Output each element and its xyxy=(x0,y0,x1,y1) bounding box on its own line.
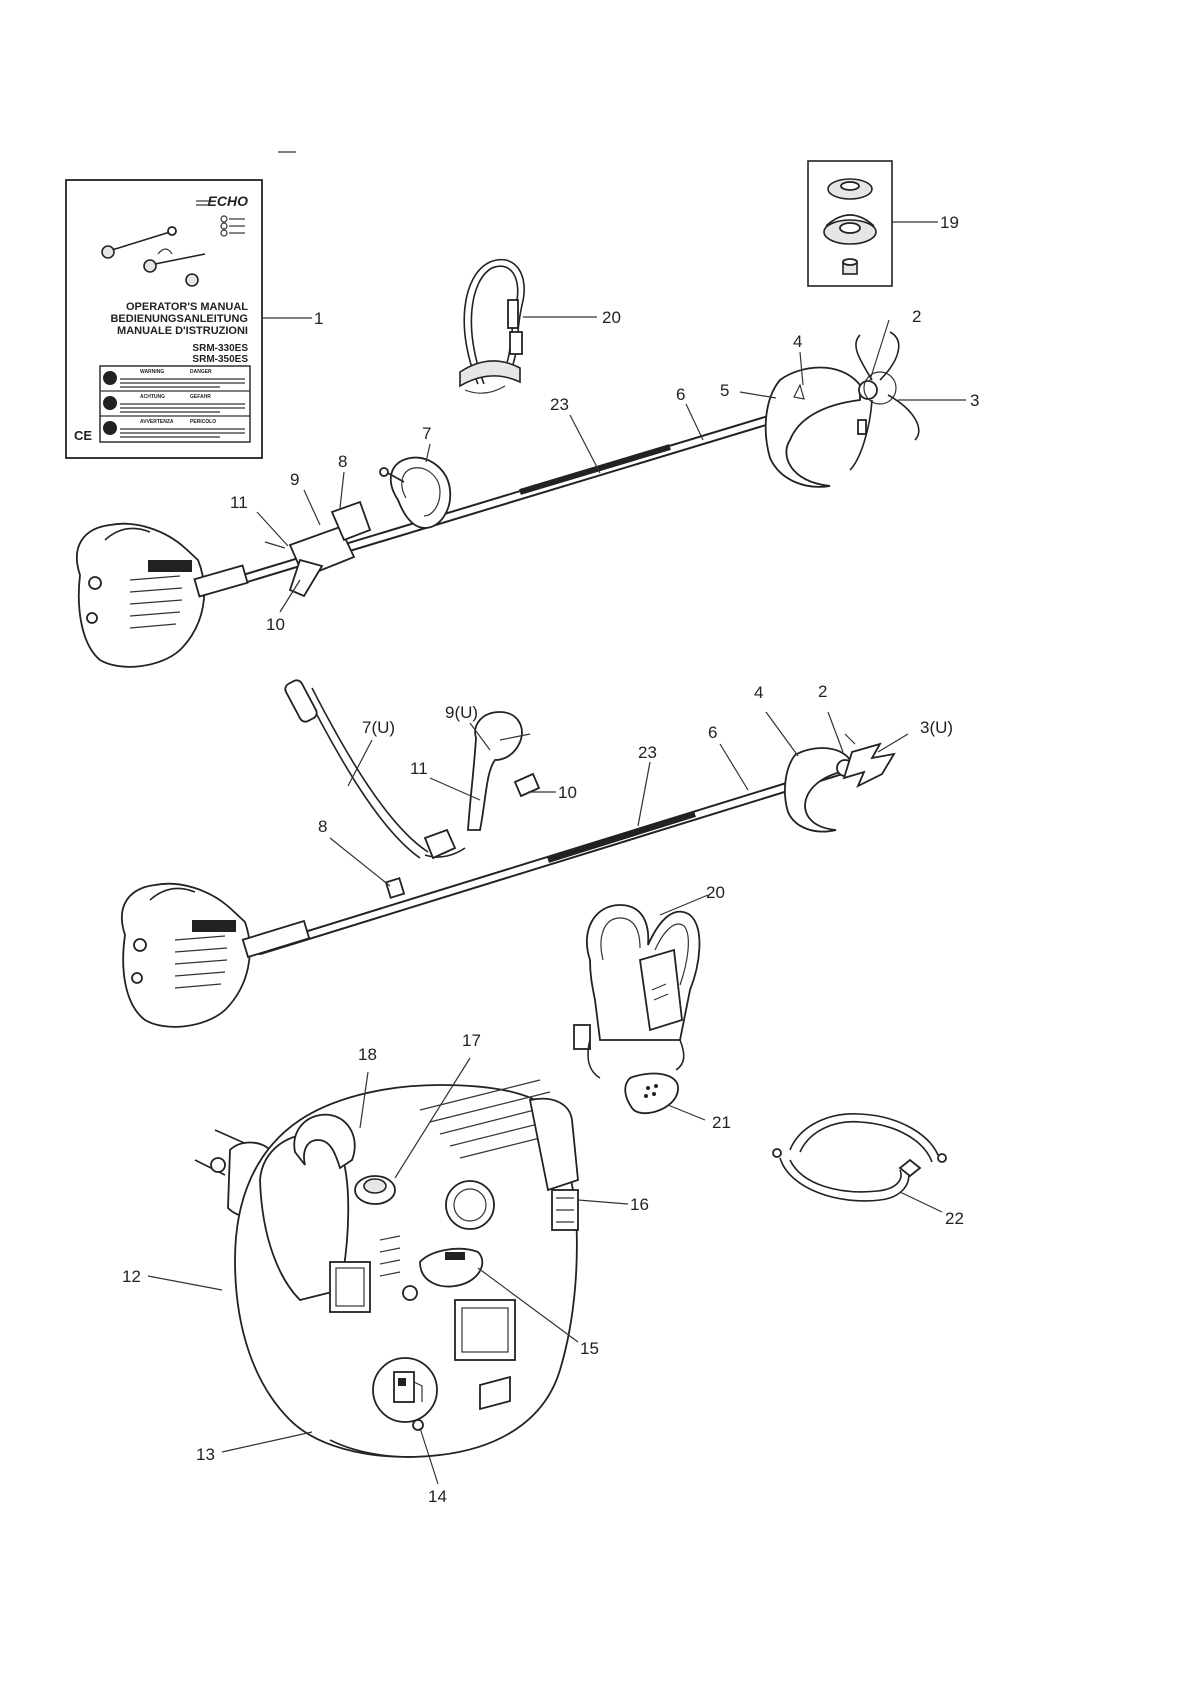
manual-cover-illustration xyxy=(101,215,245,287)
callout-15-choke: 15 xyxy=(580,1339,599,1358)
callout-6-trimmer-2: 6 xyxy=(708,723,717,742)
callout-11-trimmer-2: 11 xyxy=(410,759,428,778)
blade-hardware-kit xyxy=(807,160,893,287)
danger-label-de: GEFAHR xyxy=(190,394,211,400)
manual-model-2: SRM-350ES xyxy=(192,354,248,365)
double-shoulder-harness xyxy=(573,904,701,1115)
callout-8-trimmer-2: 8 xyxy=(318,817,327,836)
warning-label-it: AVVERTENZA xyxy=(140,419,174,425)
callout-16-air-cleaner: 16 xyxy=(630,1195,649,1214)
trimmer-1-loop-handle xyxy=(379,456,452,529)
callout-20-harness: 20 xyxy=(706,883,725,902)
callout-22-guard-extension: 22 xyxy=(945,1209,964,1228)
trimmer-u-handle xyxy=(120,679,896,1028)
guard-extension xyxy=(772,1113,947,1202)
callout-10-trimmer-1: 10 xyxy=(266,615,285,634)
warning-pictogram-icon xyxy=(103,396,117,410)
callout-4-trimmer-1: 4 xyxy=(793,332,802,351)
ce-mark: CE xyxy=(74,428,92,443)
callout-20-strap: 20 xyxy=(602,308,621,327)
callout-12-engine: 12 xyxy=(122,1267,141,1286)
callout-17-fuel-cap: 17 xyxy=(462,1031,481,1050)
callout-18-handle: 18 xyxy=(358,1045,377,1064)
danger-label-it: PERICOLO xyxy=(190,419,216,425)
trimmer-1-cutting-head xyxy=(764,331,920,488)
callout-23-trimmer-2: 23 xyxy=(638,743,657,762)
callout-9-trimmer-1: 9 xyxy=(290,470,299,489)
trimmer-1-throttle xyxy=(264,500,372,598)
manual-model-1: SRM-330ES xyxy=(192,343,248,354)
callout-4-trimmer-2: 4 xyxy=(754,683,763,702)
callout-7-trimmer-1: 7 xyxy=(422,424,431,443)
callout-11-trimmer-1: 11 xyxy=(230,493,248,512)
callout-2-trimmer-2: 2 xyxy=(818,682,827,701)
manual-brand-logo: ECHO xyxy=(208,193,249,209)
warning-label-en: WARNING xyxy=(140,369,164,375)
manual-title-de: BEDIENUNGSANLEITUNG xyxy=(110,313,248,325)
shoulder-strap xyxy=(459,258,525,394)
trimmer-1-engine xyxy=(75,522,249,668)
callout-8-trimmer-1: 8 xyxy=(338,452,347,471)
callout-23-trimmer-1: 23 xyxy=(550,395,569,414)
callout-21-hip-pad: 21 xyxy=(712,1113,731,1132)
engine-detail xyxy=(194,1079,579,1458)
callout-7u-trimmer-2: 7(U) xyxy=(362,718,395,737)
callout-10-trimmer-2: 10 xyxy=(558,783,577,802)
warning-label-de: ACHTUNG xyxy=(140,394,165,400)
manual-title-it: MANUALE D'ISTRUZIONI xyxy=(117,325,248,337)
trimmer-loop-handle xyxy=(75,331,920,668)
callout-6-trimmer-1: 6 xyxy=(676,385,685,404)
callout-3-trimmer-1: 3 xyxy=(970,391,979,410)
callout-13-fuel-tank: 13 xyxy=(196,1445,215,1464)
callout-5-trimmer-1: 5 xyxy=(720,381,729,400)
callout-19: 19 xyxy=(940,213,959,232)
trimmer-2-hanger xyxy=(384,877,406,899)
callout-9u-trimmer-2: 9(U) xyxy=(445,703,478,722)
trimmer-2-throttle-grip xyxy=(467,711,541,831)
trimmer-2-u-handle-bar xyxy=(284,679,466,860)
callout-14-primer: 14 xyxy=(428,1487,447,1506)
danger-label-en: DANGER xyxy=(190,369,212,375)
warning-pictogram-icon xyxy=(103,421,117,435)
manual-title-en: OPERATOR'S MANUAL xyxy=(126,301,248,313)
trimmer-2-cutting-head xyxy=(784,733,896,833)
warning-pictogram-icon xyxy=(103,371,117,385)
callout-3u-trimmer-2: 3(U) xyxy=(920,718,953,737)
callout-1: 1 xyxy=(314,309,323,328)
callout-2-trimmer-1: 2 xyxy=(912,307,921,326)
operators-manual: ECHO OPERATOR'S MANUAL BEDIENUNGSANLEITU… xyxy=(65,179,263,459)
trimmer-2-engine xyxy=(120,882,311,1028)
